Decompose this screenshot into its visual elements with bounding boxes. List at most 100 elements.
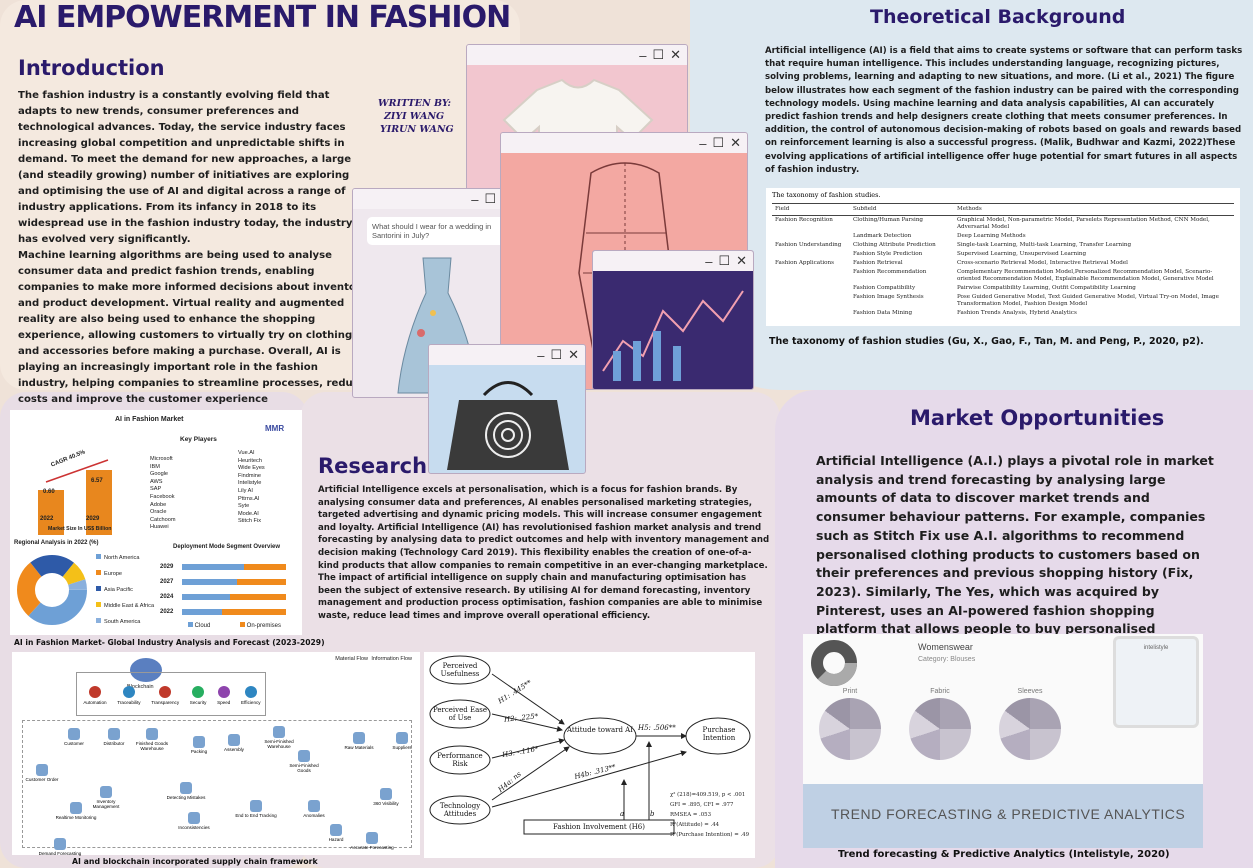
feature-label: Traceability — [117, 700, 141, 705]
key-player: AWS — [150, 478, 163, 485]
path-model-node: Fashion Involvement (H6) — [553, 823, 645, 831]
feature-icon — [244, 686, 257, 698]
on-premises-bar — [230, 594, 286, 600]
path-model-node: Performance Risk — [437, 752, 483, 768]
maximize-icon[interactable]: ☐ — [484, 191, 497, 206]
path-model-node: Purchase Intention — [702, 726, 736, 742]
introduction-heading: Introduction — [18, 56, 165, 80]
supply-chain-node: Anomalies — [292, 800, 336, 818]
minimize-icon[interactable]: – — [471, 191, 479, 207]
node-icon — [36, 764, 48, 776]
node-label: Distributor — [103, 741, 125, 746]
dashboard-pie: Print — [817, 688, 883, 760]
feature-icon — [122, 686, 135, 698]
node-icon — [273, 726, 285, 738]
table-cell — [772, 284, 850, 293]
supply-chain-node: Raw Materials — [337, 732, 381, 750]
ai-fashion-market-figure: AI in Fashion Market Key Players Microso… — [10, 410, 302, 635]
path-model-node: Perceived Usefulness — [440, 662, 480, 678]
deployment-year: 2024 — [160, 594, 174, 600]
supply-chain-node: Assembly — [212, 734, 256, 752]
taxonomy-table-figure: The taxonomy of fashion studies. Field S… — [766, 188, 1240, 326]
minimize-icon[interactable]: – — [699, 135, 707, 151]
table-cell: Fashion Recommendation — [853, 269, 927, 275]
minimize-icon[interactable]: – — [639, 47, 647, 63]
deployment-row: 2024 — [160, 590, 295, 604]
deployment-year: 2029 — [160, 564, 174, 570]
maximize-icon[interactable]: ☐ — [712, 135, 725, 150]
path-model-stat: GFI = .895, CFI = .977 — [670, 802, 734, 808]
key-players-label: Key Players — [180, 436, 217, 443]
key-player: Facebook — [150, 493, 175, 500]
legend-information-flow: Information Flow — [371, 656, 412, 662]
close-icon[interactable]: ✕ — [670, 47, 681, 62]
table-row: Fashion Style Prediction Supervised Learn… — [772, 250, 1234, 259]
table-cell: Supervised Learning, Unsupervised Learni… — [957, 251, 1087, 257]
maximize-icon[interactable]: ☐ — [718, 253, 731, 268]
table-cell: Fashion Style Prediction — [853, 251, 923, 257]
close-icon[interactable]: ✕ — [730, 135, 741, 150]
window-controls: –☐ ✕ — [467, 45, 687, 65]
bar-value-2022: 0.60 — [43, 489, 55, 495]
written-by-label: WRITTEN BY: — [378, 98, 452, 109]
bar-axis-label: Market Size In US$ Billion — [48, 526, 112, 532]
dashboard-subtitle: Category: Blouses — [918, 656, 976, 663]
deployment-year: 2022 — [160, 609, 174, 615]
supply-chain-node: Inventory Management — [84, 786, 128, 809]
on-premises-bar — [244, 564, 286, 570]
theory-heading: Theoretical Background — [870, 6, 1126, 28]
key-player: Catchoom — [150, 516, 176, 523]
minimize-icon[interactable]: – — [537, 347, 545, 363]
close-icon[interactable]: ✕ — [736, 253, 747, 268]
supply-chain-node: Accurate Forecasting — [350, 832, 394, 850]
node-label: Finished Goods Warehouse — [135, 741, 169, 751]
market-heading: Market Opportunities — [910, 406, 1165, 430]
author-name-1: ZIYI WANG — [384, 111, 445, 122]
feature-icon — [88, 686, 101, 698]
table-cell: Fashion Compatibility — [853, 285, 916, 291]
regional-title: Regional Analysis in 2022 (%) — [14, 540, 99, 546]
region-label: Europe — [104, 571, 123, 577]
table-cell — [772, 309, 850, 318]
table-cell — [772, 293, 850, 309]
region-legend-item: Asia Pacific — [96, 582, 154, 598]
node-icon — [308, 800, 320, 812]
node-label: Accurate Forecasting — [350, 845, 394, 850]
table-cell: Cross-scenario Retrieval Model, Interact… — [957, 260, 1128, 266]
key-player: Lily AI — [238, 487, 253, 494]
bar-2022 — [38, 490, 64, 535]
node-icon — [396, 732, 408, 744]
supply-chain-node: End to End Tracking — [234, 800, 278, 818]
tablet-brand: intelistyle — [1143, 645, 1169, 651]
window-controls: –☐ ✕ — [429, 345, 585, 365]
node-icon — [108, 728, 120, 740]
region-legend-item: South America — [96, 614, 154, 630]
supply-chain-node: Semi-Finished Warehouse — [257, 726, 301, 749]
node-label: 360 Visibility — [373, 801, 399, 806]
minimize-icon[interactable]: – — [705, 253, 713, 269]
blockchain-feature: Efficiency — [241, 686, 261, 705]
feature-icon — [217, 686, 230, 698]
pie-label: Sleeves — [1017, 688, 1043, 695]
table-cell: Graphical Model, Non-parametric Model, P… — [957, 217, 1210, 230]
deployment-row: 2029 — [160, 560, 295, 574]
node-icon — [250, 800, 262, 812]
table-cell: Single-task Learning, Multi-task Learnin… — [957, 242, 1132, 248]
key-player: Mode.AI — [238, 510, 259, 517]
node-icon — [228, 734, 240, 746]
introduction-text: The fashion industry is a constantly evo… — [18, 88, 370, 408]
cagr-arrow — [45, 459, 109, 483]
trend-caption: Trend forecasting & Predictive Analytics… — [838, 849, 1170, 860]
window-controls: –☐ ✕ — [593, 251, 753, 271]
key-player: Pttrns.AI — [238, 495, 260, 502]
path-coefficient: b — [650, 810, 655, 818]
maximize-icon[interactable]: ☐ — [652, 47, 665, 62]
close-icon[interactable]: ✕ — [568, 347, 579, 362]
deployment-title: Deployment Mode Segment Overview — [173, 544, 281, 550]
node-icon — [100, 786, 112, 798]
maximize-icon[interactable]: ☐ — [550, 347, 563, 362]
